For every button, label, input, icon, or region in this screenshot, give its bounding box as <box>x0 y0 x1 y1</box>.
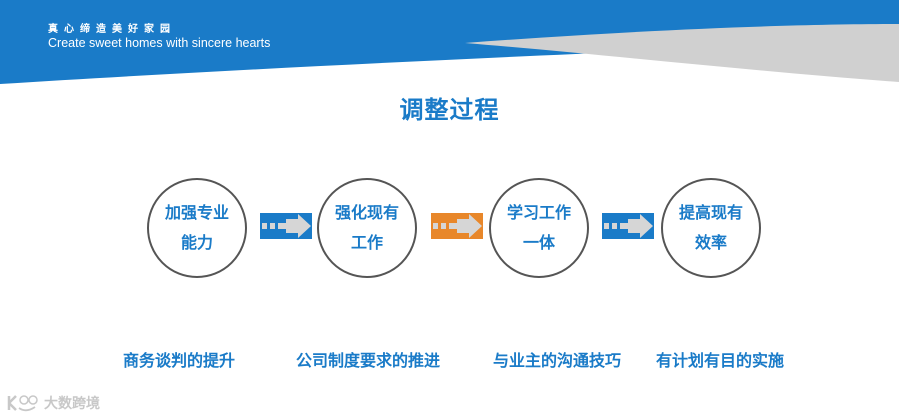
caption-1: 商务谈判的提升 <box>123 351 236 370</box>
step-1-line1: 加强专业 <box>164 203 229 222</box>
step-circle-1: 加强专业 能力 <box>147 178 247 278</box>
watermark-text: 大数跨境 <box>44 396 100 412</box>
step-2-line2: 工作 <box>350 233 383 252</box>
caption-3: 与业主的沟通技巧 <box>493 351 622 370</box>
caption-2: 公司制度要求的推进 <box>296 351 441 370</box>
slogan-chinese: 真心缔造美好家园 <box>48 24 176 35</box>
slogan-english: Create sweet homes with sincere hearts <box>48 36 271 50</box>
header-wave-banner <box>0 0 899 84</box>
step-3-line1: 学习工作 <box>506 203 571 222</box>
page-title: 调整过程 <box>399 96 500 124</box>
step-circle-3: 学习工作 一体 <box>489 178 589 278</box>
step-circle-2: 强化现有 工作 <box>317 178 417 278</box>
arrow-right-icon <box>602 213 654 239</box>
step-2-line1: 强化现有 <box>334 203 399 222</box>
k100-logo-icon <box>7 395 38 412</box>
step-4-line1: 提高现有 <box>678 203 743 222</box>
step-1-line2: 能力 <box>180 233 213 252</box>
caption-4: 有计划有目的实施 <box>656 351 785 370</box>
watermark: 大数跨境 <box>6 393 100 413</box>
step-circle-4: 提高现有 效率 <box>661 178 761 278</box>
step-3-line2: 一体 <box>522 233 555 252</box>
step-4-line2: 效率 <box>694 233 727 252</box>
arrow-right-icon <box>431 213 483 239</box>
arrow-right-icon <box>260 213 312 239</box>
